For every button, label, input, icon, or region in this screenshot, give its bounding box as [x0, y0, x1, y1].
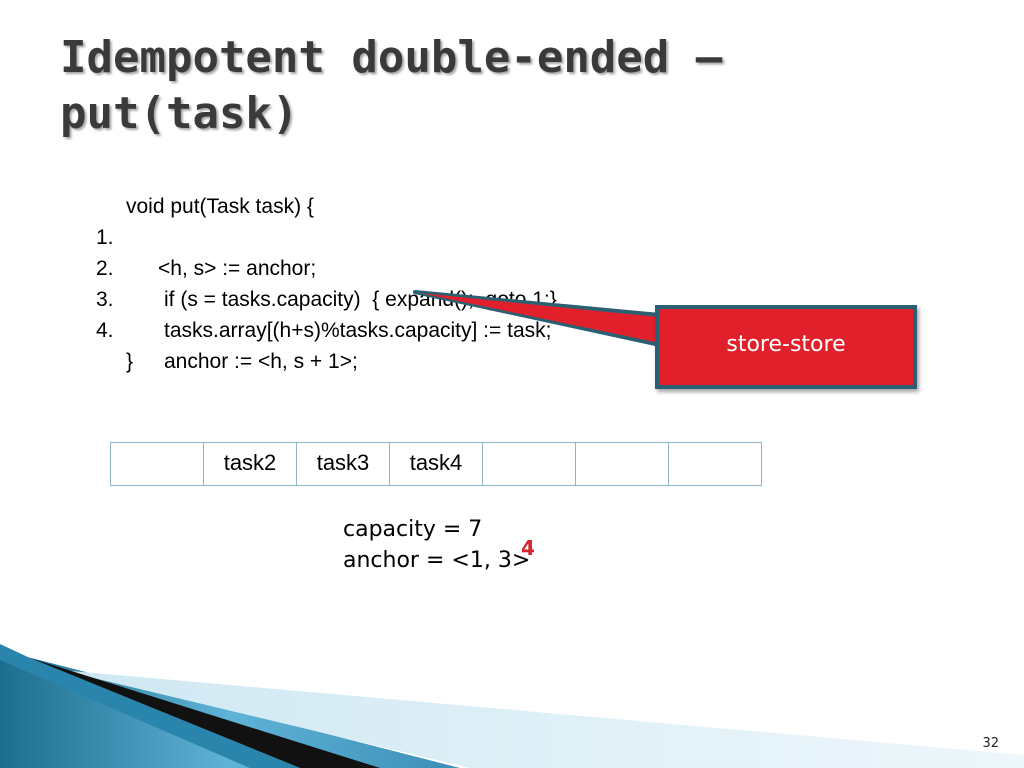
- array-cell: task3: [297, 443, 390, 485]
- array-cell: [669, 443, 762, 485]
- capacity-text: capacity = 7: [343, 517, 483, 542]
- task-array: task2 task3 task4: [110, 442, 762, 486]
- code-line-number: 4.: [96, 319, 114, 342]
- code-line-3: 3. tasks.array[(h+s)%tasks.capacity] := …: [96, 253, 551, 342]
- anchor-suffix: >: [511, 548, 531, 573]
- anchor-new-value: 4: [521, 536, 535, 560]
- array-cell: [576, 443, 669, 485]
- page-number: 32: [982, 736, 999, 751]
- array-cell: task2: [204, 443, 297, 485]
- store-store-callout: store-store: [655, 305, 917, 389]
- anchor-prefix: anchor = <1,: [343, 548, 498, 573]
- callout-label: store-store: [726, 331, 846, 357]
- array-cell: task4: [390, 443, 483, 485]
- code-block: void put(Task task) { 1. <h, s> := ancho…: [96, 160, 557, 373]
- code-line-text: anchor := <h, s + 1>;: [164, 350, 358, 373]
- array-cell: [483, 443, 576, 485]
- code-line-4: 4. anchor := <h, s + 1>;: [96, 284, 358, 373]
- code-line-2: 2. if (s = tasks.capacity) { expand(); g…: [96, 222, 557, 311]
- code-line-number: 1.: [96, 226, 114, 249]
- code-closing-line: }: [96, 315, 133, 373]
- code-line-text: <h, s> := anchor;: [158, 257, 317, 280]
- code-line-text: tasks.array[(h+s)%tasks.capacity] := tas…: [164, 319, 552, 342]
- code-signature-line: void put(Task task) {: [96, 160, 314, 218]
- array-cell: [111, 443, 204, 485]
- code-line-1: 1. <h, s> := anchor;: [96, 191, 316, 280]
- decorative-swoosh: [0, 644, 1024, 768]
- code-line-text: if (s = tasks.capacity) { expand(); goto…: [164, 288, 557, 311]
- code-signature: void put(Task task) {: [126, 195, 314, 218]
- anchor-old-value: 3: [497, 548, 512, 573]
- code-line-number: 3.: [96, 288, 114, 311]
- anchor-row: anchor = <1, 3>4: [343, 536, 535, 576]
- slide-title: Idempotent double-ended – put(task): [60, 32, 723, 139]
- code-closing-brace: }: [126, 350, 134, 373]
- code-line-number: 2.: [96, 257, 114, 280]
- state-info: capacity = 7 anchor = <1, 3>4: [343, 514, 535, 576]
